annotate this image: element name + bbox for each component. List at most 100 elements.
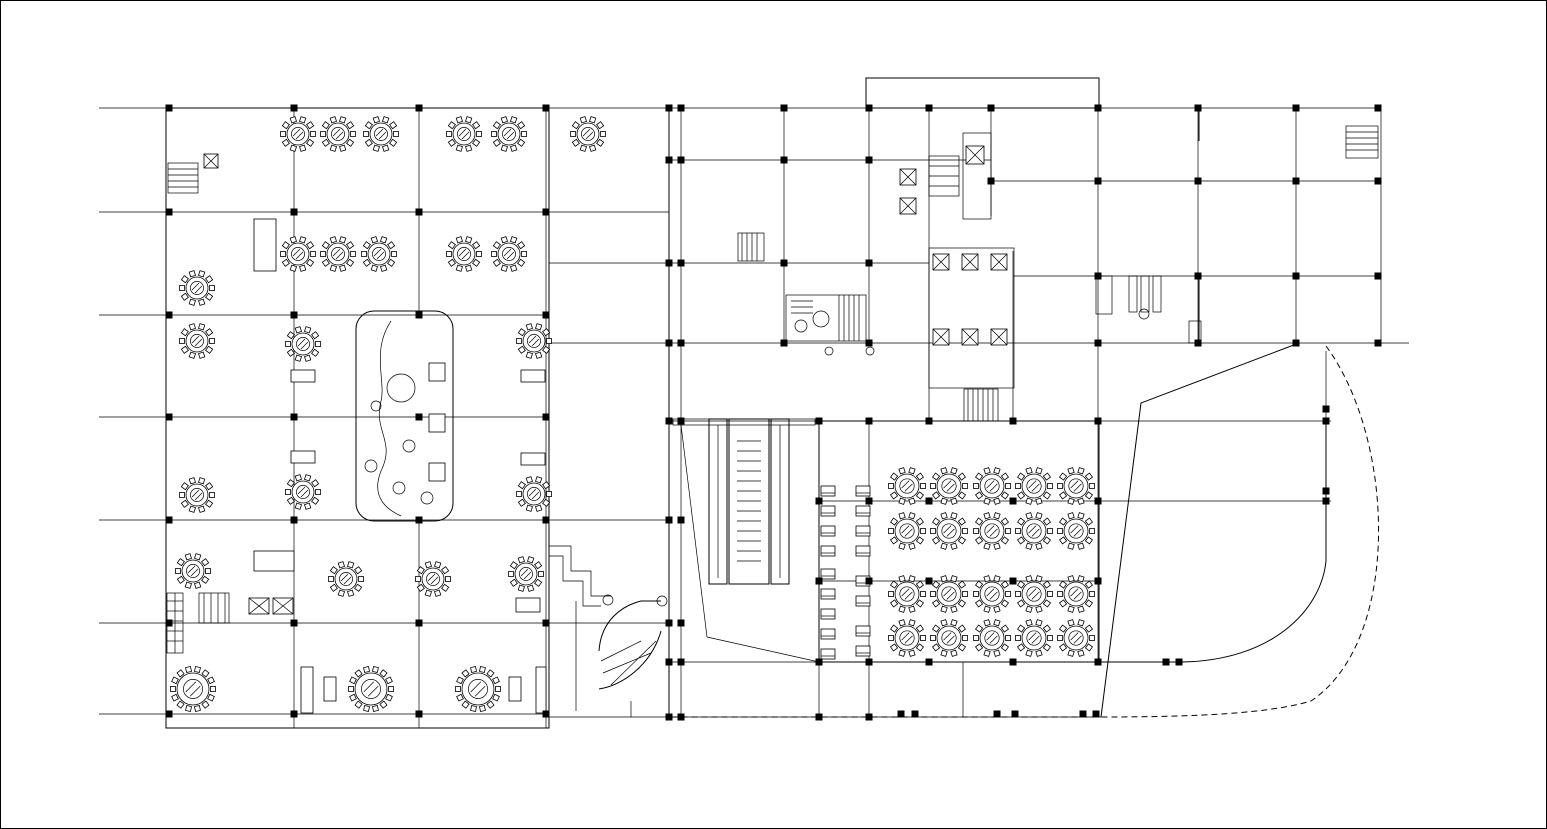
column	[415, 710, 423, 718]
round-table	[179, 270, 215, 306]
round-table	[320, 236, 356, 272]
booth-seat	[820, 545, 836, 557]
column	[415, 311, 423, 319]
column	[165, 516, 173, 524]
column	[165, 208, 173, 216]
column	[415, 619, 423, 627]
round-table	[973, 467, 1011, 505]
round-table	[930, 467, 968, 505]
round-table	[1015, 467, 1053, 505]
booth-seat	[855, 625, 871, 637]
west-structural-columns	[165, 104, 550, 718]
column	[165, 710, 173, 718]
service-core	[737, 132, 1015, 422]
column	[1194, 339, 1202, 347]
sofa	[290, 450, 316, 464]
column	[677, 417, 685, 425]
column	[1374, 104, 1382, 112]
booth-seat	[820, 485, 836, 497]
column	[865, 658, 873, 666]
column	[290, 619, 298, 627]
column	[165, 311, 173, 319]
column	[290, 413, 298, 421]
round-table	[516, 323, 552, 359]
column	[165, 619, 173, 627]
planter	[428, 362, 446, 382]
column	[415, 208, 423, 216]
side-table	[323, 676, 337, 702]
column	[1374, 177, 1382, 185]
round-table	[888, 619, 926, 657]
booth-seat	[855, 645, 871, 657]
column	[665, 713, 673, 721]
west-dining-hall	[99, 104, 669, 729]
round-table	[888, 512, 926, 550]
column	[865, 577, 873, 585]
column	[865, 417, 873, 425]
column	[1374, 339, 1382, 347]
column	[665, 339, 673, 347]
column	[542, 710, 550, 718]
round-table	[508, 556, 544, 592]
column	[415, 413, 423, 421]
column	[1094, 417, 1102, 425]
round-table	[446, 116, 482, 152]
round-table	[973, 512, 1011, 550]
round-table	[415, 561, 451, 597]
column	[987, 177, 995, 185]
column	[542, 413, 550, 421]
column	[925, 104, 933, 112]
column	[815, 713, 823, 721]
central-stair	[785, 294, 875, 356]
spiral-stair-connector	[549, 545, 669, 718]
column	[925, 577, 933, 585]
column	[865, 713, 873, 721]
round-table	[446, 236, 482, 272]
column	[665, 619, 673, 627]
banquet-booths	[820, 485, 871, 660]
west-hall-outline	[165, 107, 550, 729]
booth-seat	[855, 485, 871, 497]
column	[925, 658, 933, 666]
column	[677, 516, 685, 524]
column	[925, 497, 933, 505]
sofa	[520, 369, 546, 383]
column	[542, 104, 550, 112]
round-table	[328, 561, 364, 597]
round-table	[285, 326, 321, 362]
column	[290, 516, 298, 524]
round-table	[348, 666, 394, 712]
escalator-bank	[672, 418, 820, 663]
column	[815, 497, 823, 505]
column	[1292, 272, 1300, 280]
curved-terrace	[669, 342, 1380, 718]
column	[290, 710, 298, 718]
round-table	[280, 236, 316, 272]
fountain	[386, 373, 416, 403]
column	[415, 516, 423, 524]
round-table	[1057, 575, 1095, 613]
round-table	[1015, 619, 1053, 657]
round-table	[973, 619, 1011, 657]
column	[925, 417, 933, 425]
column	[290, 104, 298, 112]
column	[865, 104, 873, 112]
column	[1292, 177, 1300, 185]
column	[165, 104, 173, 112]
booth-seat	[820, 628, 836, 640]
column	[815, 417, 823, 425]
column	[665, 156, 673, 164]
column	[865, 259, 873, 267]
column	[1194, 177, 1202, 185]
booth-seat	[855, 525, 871, 537]
round-table	[363, 116, 399, 152]
round-table	[179, 323, 215, 359]
column	[1094, 339, 1102, 347]
atrium-garden	[355, 310, 454, 522]
booth-bench	[535, 666, 547, 714]
round-table	[888, 575, 926, 613]
buffet-counter	[253, 550, 295, 572]
round-table	[1057, 619, 1095, 657]
column	[865, 156, 873, 164]
